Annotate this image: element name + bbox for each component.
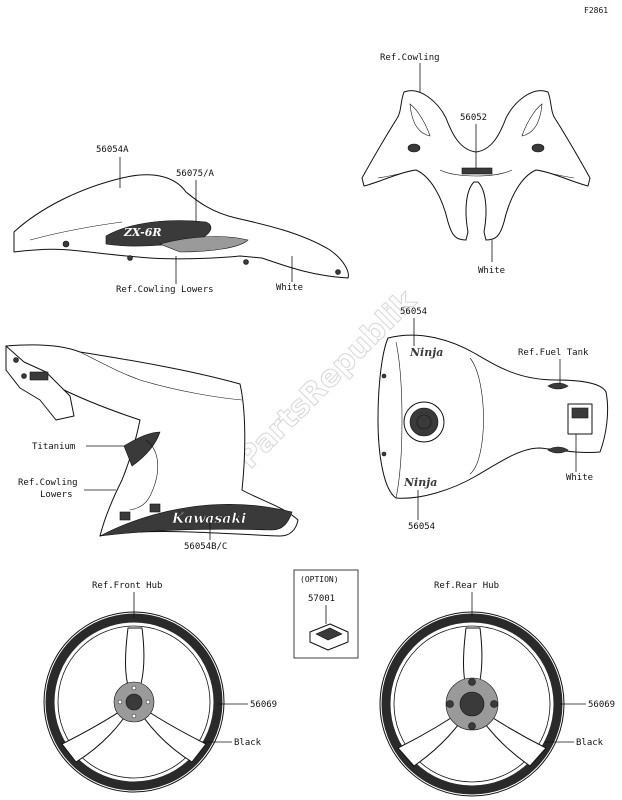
tank-pump-recess [571,407,589,419]
option-box: (OPTION) 57001 [293,569,359,659]
right-indicator [531,143,545,153]
cowling-left-edge [377,169,417,179]
callout-white-front: White [478,266,505,276]
rear-wheel [379,611,565,797]
callout-56054-tank-bottom: 56054 [408,522,435,532]
callout-56054-tank-top: 56054 [400,307,427,317]
fairing-bolt-1 [62,240,70,248]
fairing-vent [159,236,249,253]
lower-fairing-crease [79,351,243,401]
rear-hub-axle [459,691,485,717]
lower-vent-outline [129,439,159,511]
rear-hub-bolt-3 [468,722,476,730]
front-hub-bolt-3 [131,713,137,719]
cowling-right-edge [535,169,575,179]
bracket-slot [29,371,49,381]
upper-side-fairing: ZX-6R [13,174,349,279]
bracket-bolt-1 [13,357,19,363]
bracket-bolt-2 [21,373,27,379]
callout-56054A: 56054A [96,145,129,155]
front-hub-bolt-1 [131,685,137,691]
kawasaki-logo: Kawasaki [171,511,246,527]
callout-titanium: Titanium [32,442,75,452]
figure-code: F2861 [584,6,608,15]
callout-56075A: 56075/A [176,169,215,179]
ninja-decal-top: Ninja [409,346,443,359]
lower-vent-2 [149,503,161,513]
callout-black-front: Black [234,738,262,748]
titanium-decal [123,431,161,467]
tool-57001-top [315,627,343,641]
callout-56069-rear: 56069 [588,700,615,710]
rear-hub-bolt-4 [446,700,454,708]
fairing-crease [29,221,123,241]
tank-mount-2 [381,451,387,457]
cowling-left-intake [409,103,431,137]
fuel-cap-lock [416,414,432,430]
front-wheel [43,611,225,793]
tank-mount-1 [381,373,387,379]
callout-ref-cowling-lowers-top: Ref.Cowling Lowers [116,285,214,295]
fairing-bolt-4 [335,269,341,275]
callout-56069-front: 56069 [250,700,277,710]
decal-56054BC [99,504,293,537]
front-rim-inner [57,625,211,779]
left-indicator [407,143,421,153]
front-hub-axle [125,693,143,711]
callout-ref-rear-hub: Ref.Rear Hub [434,581,499,591]
lower-fairing: Kawasaki [5,344,299,537]
front-hub-bolt-2 [145,699,151,705]
callout-56052: 56052 [460,113,487,123]
callout-57001: 57001 [308,594,335,604]
tank-left-seam [395,341,403,499]
fairing-bolt-3 [243,259,249,265]
rear-hub-bolt-2 [490,700,498,708]
option-frame [293,569,359,659]
callout-black-rear: Black [576,738,604,748]
front-hub-bolt-4 [117,699,123,705]
lower-fairing-bracket [5,345,75,421]
lower-vent-1 [119,511,131,521]
decal-56052 [461,167,493,175]
fuel-tank: Ninja Ninja [377,334,609,499]
tank-clip-2 [547,446,569,454]
rear-rim-inner [393,625,551,783]
tank-clip-1 [547,382,569,390]
callout-white-tank: White [566,473,593,483]
fairing-bolt-2 [127,255,133,261]
callout-white-side: White [276,283,303,293]
fuel-cap-inner [409,407,439,437]
rear-hub-bolt-1 [468,678,476,686]
cowling-crease [439,169,513,177]
ninja-decal-bottom: Ninja [403,476,437,489]
callout-ref-cowling-lowers-l2: Lowers [40,490,73,500]
callout-ref-front-hub: Ref.Front Hub [92,581,162,591]
cowling-right-intake [521,103,543,137]
rear-rim-stripe [381,613,563,795]
callout-ref-cowling: Ref.Cowling [380,53,440,63]
tank-mid-seam [469,357,484,475]
zx-badge: ZX-6R [123,226,162,239]
callout-ref-cowling-lowers-l1: Ref.Cowling [18,478,78,488]
callout-ref-fuel-tank: Ref.Fuel Tank [518,348,589,358]
callout-56054BC: 56054B/C [184,542,227,552]
option-label: (OPTION) [300,575,339,584]
